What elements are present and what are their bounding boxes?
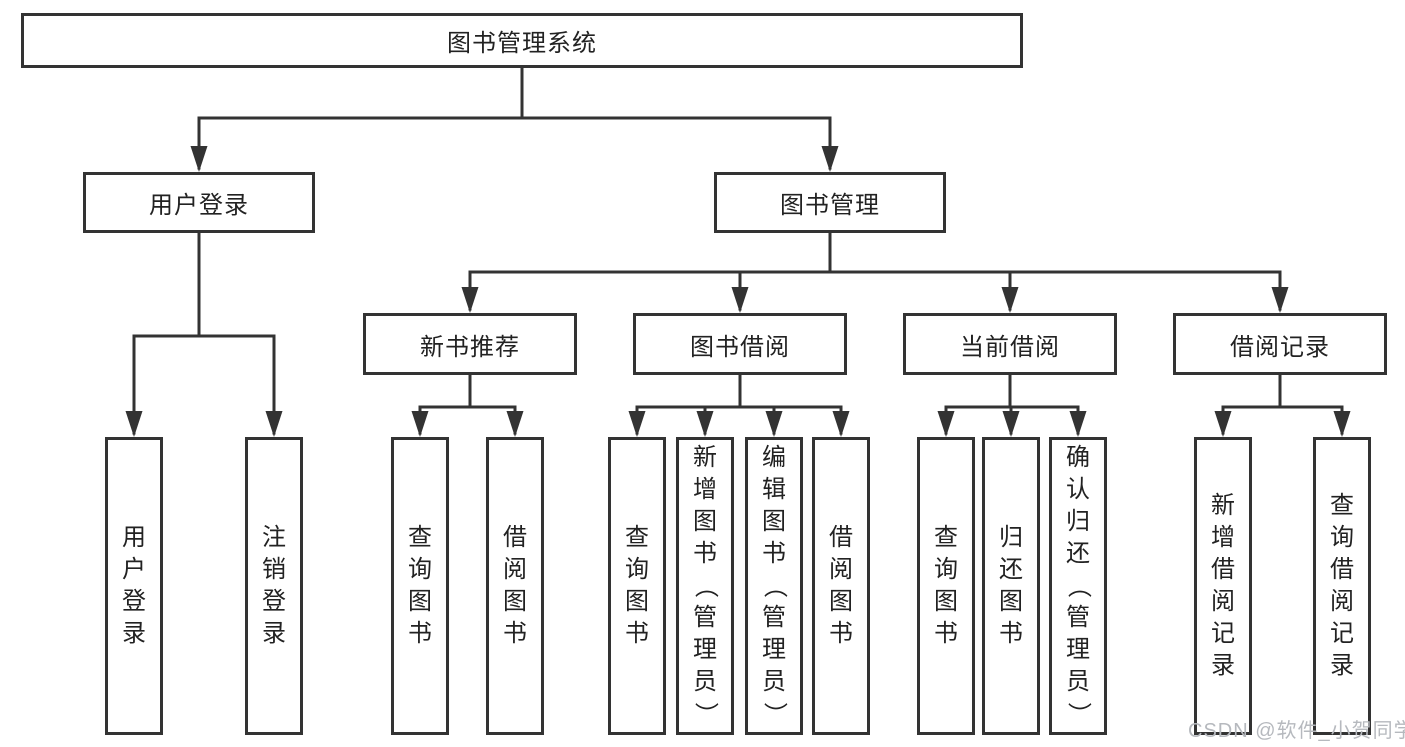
leaf-user-login: 用户登录 bbox=[105, 437, 163, 735]
node-current-borrowing: 当前借阅 bbox=[903, 313, 1117, 375]
connector-root-to-level2 bbox=[197, 66, 832, 170]
leaf-query-borrow-record: 查询借阅记录 bbox=[1313, 437, 1371, 735]
leaf-borrow-books-recommend: 借阅图书 bbox=[486, 437, 544, 735]
leaf-query-books-borrowing: 查询图书 bbox=[608, 437, 666, 735]
leaf-logout: 注销登录 bbox=[245, 437, 303, 735]
leaf-add-books-admin: 新增图书（管理员） bbox=[676, 437, 734, 735]
connector-bookmgmt-to-level3 bbox=[468, 231, 1282, 311]
leaf-edit-books-admin: 编辑图书（管理员） bbox=[745, 437, 803, 735]
node-label: 用户登录 bbox=[149, 192, 249, 219]
node-book-management: 图书管理 bbox=[714, 172, 946, 233]
leaf-add-borrow-record: 新增借阅记录 bbox=[1194, 437, 1252, 735]
leaf-return-books: 归还图书 bbox=[982, 437, 1040, 735]
leaf-query-books-current: 查询图书 bbox=[917, 437, 975, 735]
node-new-book-recommend: 新书推荐 bbox=[363, 313, 577, 375]
arrowheads bbox=[125, 146, 1351, 437]
node-label: 图书借阅 bbox=[690, 333, 790, 361]
connector-userlogin-to-leaves bbox=[132, 231, 276, 435]
connector-level3-to-leaves bbox=[418, 373, 1344, 435]
leaf-query-books-recommend: 查询图书 bbox=[391, 437, 449, 735]
node-label: 借阅记录 bbox=[1230, 333, 1330, 361]
node-label: 图书管理系统 bbox=[447, 30, 597, 57]
node-label: 图书管理 bbox=[780, 192, 880, 219]
csdn-watermark: CSDN @软件_小贺同学 bbox=[1188, 720, 1405, 742]
leaf-borrow-books: 借阅图书 bbox=[812, 437, 870, 735]
node-borrowing-records: 借阅记录 bbox=[1173, 313, 1387, 375]
node-library-management-system: 图书管理系统 bbox=[21, 13, 1023, 68]
node-label: 当前借阅 bbox=[960, 333, 1060, 361]
node-book-borrowing: 图书借阅 bbox=[633, 313, 847, 375]
node-label: 新书推荐 bbox=[420, 333, 520, 361]
node-user-login: 用户登录 bbox=[83, 172, 315, 233]
leaf-confirm-return-admin: 确认归还（管理员） bbox=[1049, 437, 1107, 735]
